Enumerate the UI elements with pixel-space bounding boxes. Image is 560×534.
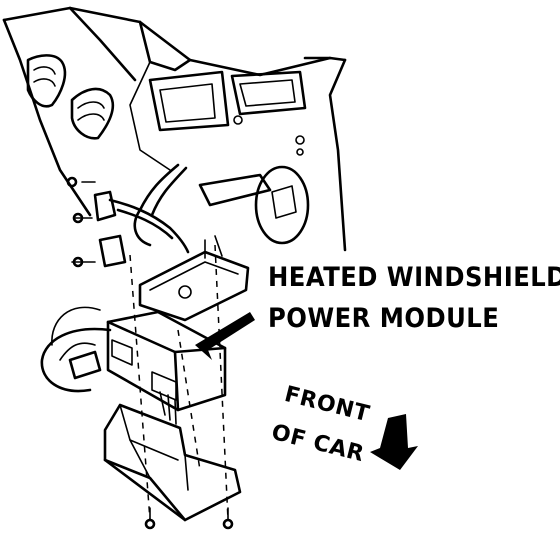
left-air-vents [26,54,115,140]
module-label-line2: POWER MODULE [268,303,500,334]
connector-pigtail [40,306,112,393]
lower-cover [103,403,242,522]
front-direction-arrow [370,414,418,470]
screws [144,507,234,530]
wiring-harness [66,163,190,268]
module-pointer-arrow [195,312,255,360]
mounting-bracket [138,235,250,322]
kick-panel-speaker [198,165,310,245]
dash-openings [148,70,307,156]
power-module [106,310,227,425]
alignment-lines [129,244,229,521]
module-label-line1: HEATED WINDSHIELD [268,262,560,293]
